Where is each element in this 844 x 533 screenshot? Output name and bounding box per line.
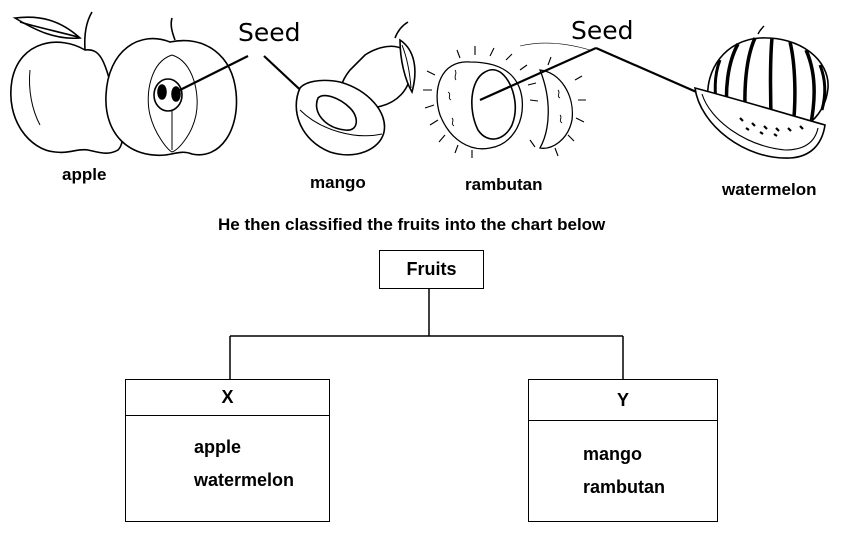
fruit-label-apple: apple [62, 165, 107, 184]
rambutan-drawing [423, 42, 591, 158]
chart-root-box: Fruits [379, 250, 484, 289]
group-y-item-mango: mango [583, 444, 643, 464]
seed-label-left: Seed [238, 18, 301, 47]
apple-whole-drawing [10, 11, 124, 154]
caption-text: He then classified the fruits into the c… [218, 215, 606, 234]
watermelon-drawing [694, 25, 829, 159]
group-x-box: X apple watermelon [125, 379, 330, 522]
seed-label-right: Seed [571, 16, 634, 45]
group-y-item-rambutan: rambutan [583, 477, 666, 497]
group-x-item-apple: apple [194, 437, 242, 457]
chart-root-label: Fruits [406, 259, 457, 279]
fruit-label-rambutan: rambutan [465, 175, 543, 194]
group-x-title: X [126, 380, 329, 416]
fruit-label-mango: mango [310, 173, 366, 192]
group-x-item-watermelon: watermelon [194, 470, 295, 490]
group-y-box: Y mango rambutan [528, 379, 718, 522]
group-y-title: Y [529, 380, 717, 421]
fruit-label-watermelon: watermelon [722, 180, 817, 199]
chart-connectors [229, 288, 624, 380]
mango-drawing [295, 21, 416, 156]
apple-half-drawing [105, 17, 238, 156]
